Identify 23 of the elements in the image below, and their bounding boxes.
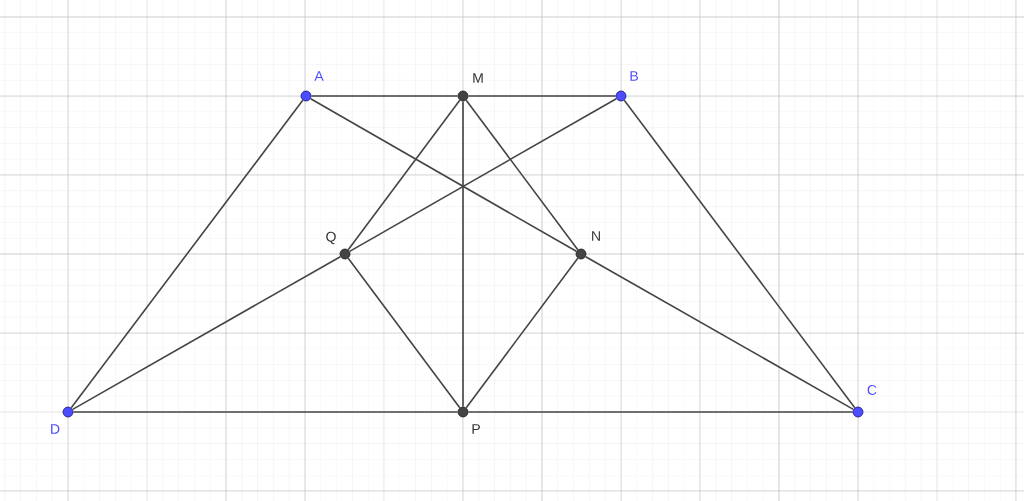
point-label: M bbox=[473, 73, 483, 83]
line-segment bbox=[623, 99, 856, 409]
line-segment bbox=[465, 257, 579, 409]
point-label: C bbox=[867, 385, 877, 395]
line-segment bbox=[465, 99, 579, 251]
line-segment bbox=[467, 95, 617, 97]
line-segment bbox=[347, 257, 461, 409]
line-segment bbox=[310, 95, 459, 97]
point-label: B bbox=[630, 71, 638, 81]
point-label: Q bbox=[326, 231, 336, 245]
point-label: N bbox=[592, 231, 600, 241]
point-label: D bbox=[51, 424, 60, 434]
line-segment bbox=[72, 411, 459, 413]
line-segment bbox=[71, 255, 342, 411]
line-segment bbox=[584, 255, 855, 411]
line-segment bbox=[70, 99, 304, 409]
point-label: A bbox=[314, 71, 324, 81]
line-segment bbox=[462, 100, 464, 408]
line-segment bbox=[309, 97, 578, 253]
line-segment bbox=[348, 97, 618, 253]
line-segment bbox=[467, 411, 854, 413]
point-label: P bbox=[472, 424, 480, 434]
line-segment bbox=[347, 99, 461, 251]
